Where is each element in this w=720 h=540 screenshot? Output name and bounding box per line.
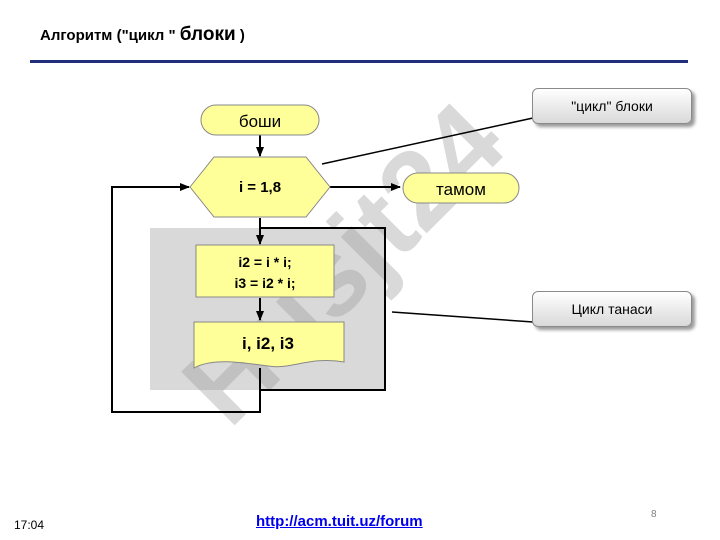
callout-header-pointer [321,117,534,165]
end-label: тамом [436,180,486,199]
title-suffix: ) [235,27,245,44]
callout-body-pointer [391,311,534,323]
callout-loop-body: Цикл танаси [532,291,692,327]
timestamp: 17:04 [14,518,45,532]
process-line-2: i3 = i2 * i; [234,275,295,291]
process-line-1: i2 = i * i; [238,254,291,270]
callout-loop-body-text: Цикл танаси [571,301,653,317]
title-emphasis: блоки [179,24,236,45]
title-underline [30,60,688,63]
output-label: i, i2, i3 [242,334,294,353]
output-document [193,321,345,369]
page-title: Алгоритм ("цикл " блоки ) [40,24,245,46]
loop-body-outline [260,227,386,391]
callout-loop-header: "цикл" блоки [532,88,692,124]
page-number: 8 [651,509,657,520]
start-terminal [200,104,320,136]
start-label: боши [239,112,281,131]
process-block [195,244,335,298]
loop-header-hexagon [189,156,331,218]
callout-loop-header-text: "цикл" блоки [571,98,653,114]
connector-loop-back [111,183,261,413]
end-terminal [402,172,520,204]
loop-header-label: i = 1,8 [239,179,281,196]
forum-link[interactable]: http://acm.tuit.uz/forum [256,513,423,530]
title-prefix: Алгоритм ("цикл " [40,27,176,44]
